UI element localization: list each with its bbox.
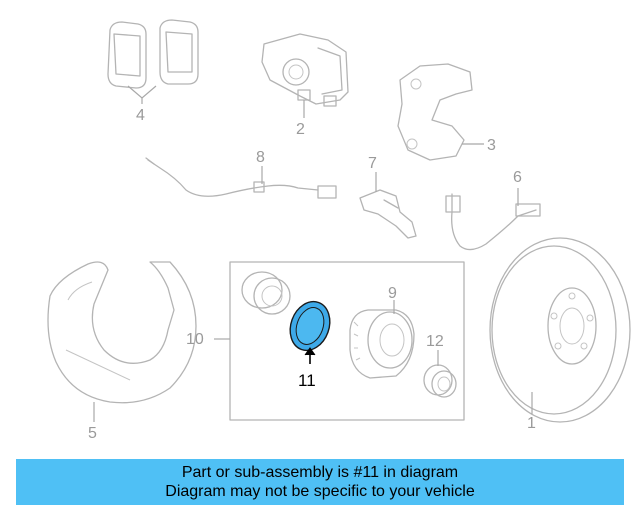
callout-1: 1	[527, 415, 536, 432]
callout-10: 10	[186, 331, 204, 348]
banner-line-disclaimer: Diagram may not be specific to your vehi…	[165, 483, 475, 500]
callout-11: 11	[298, 371, 316, 390]
callout-12: 12	[426, 333, 444, 350]
assembly-box-part-10	[229, 261, 465, 421]
parts-diagram: 4 2 3 8 7 6	[47, 19, 631, 442]
axle-nut-part-12	[423, 350, 457, 398]
caliper-bracket-part-3	[397, 63, 484, 161]
callout-5: 5	[88, 425, 97, 442]
callout-8: 8	[256, 149, 265, 166]
seal-part-11-highlighted	[289, 300, 331, 364]
wear-sensor-part-8	[145, 157, 337, 199]
caliper-part-2	[261, 33, 349, 118]
brake-hose-part-6	[445, 188, 541, 251]
banner-line-part-number: Part or sub-assembly is #11 in diagram	[181, 464, 459, 481]
callout-6: 6	[513, 169, 522, 186]
brake-pads-part-4	[107, 19, 199, 104]
wheel-hub-part-9	[349, 300, 415, 379]
info-banner: Part or sub-assembly is #11 in diagram D…	[16, 459, 624, 505]
speed-sensor-part-7	[359, 172, 417, 239]
wheel-bearing	[241, 271, 291, 315]
splash-shield-part-5	[47, 261, 197, 422]
callout-9: 9	[388, 285, 397, 302]
callout-3: 3	[487, 137, 496, 154]
callout-7: 7	[368, 155, 377, 172]
brake-rotor-part-1	[489, 237, 631, 423]
callout-4: 4	[136, 107, 145, 124]
callout-2: 2	[296, 121, 305, 138]
